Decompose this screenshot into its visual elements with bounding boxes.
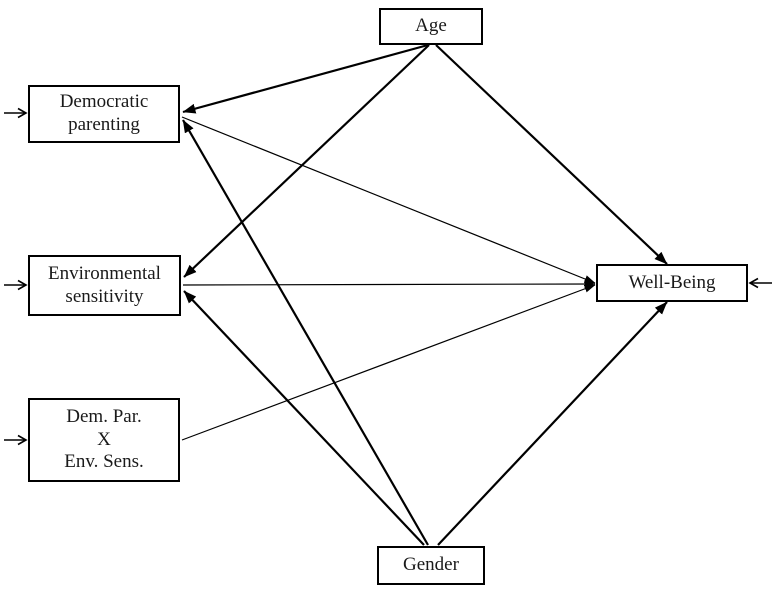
edge-age-to-well-being [435,44,668,265]
node-age: Age [379,8,483,45]
node-well-being: Well-Being [596,264,748,302]
node-democratic-parenting-label: Democratic parenting [59,91,149,135]
node-gender-label: Gender [403,554,459,576]
edge-age-to-environmental-sensitivity [183,44,430,278]
node-gender: Gender [377,546,485,585]
edge-gender-to-environmental-sensitivity [183,290,425,546]
node-well-being-label: Well-Being [628,271,716,293]
node-environmental-sensitivity-label: Environmental sensitivity [48,262,161,307]
edge-environmental-sensitivity-to-well-being [182,280,596,289]
edge-democratic-parenting-to-well-being [181,116,596,284]
edge-gender-to-well-being [437,301,668,546]
edge-age-to-democratic-parenting [182,43,429,114]
node-interaction-dem-par-x-env-sens: Dem. Par. X Env. Sens. [28,398,180,482]
edge-interaction-to-well-being [181,284,596,441]
edge-gender-to-democratic-parenting [182,119,429,546]
node-age-label: Age [415,15,447,37]
node-democratic-parenting: Democratic parenting [28,85,180,143]
node-interaction-label: Dem. Par. X Env. Sens. [64,405,144,473]
node-environmental-sensitivity: Environmental sensitivity [28,255,181,316]
